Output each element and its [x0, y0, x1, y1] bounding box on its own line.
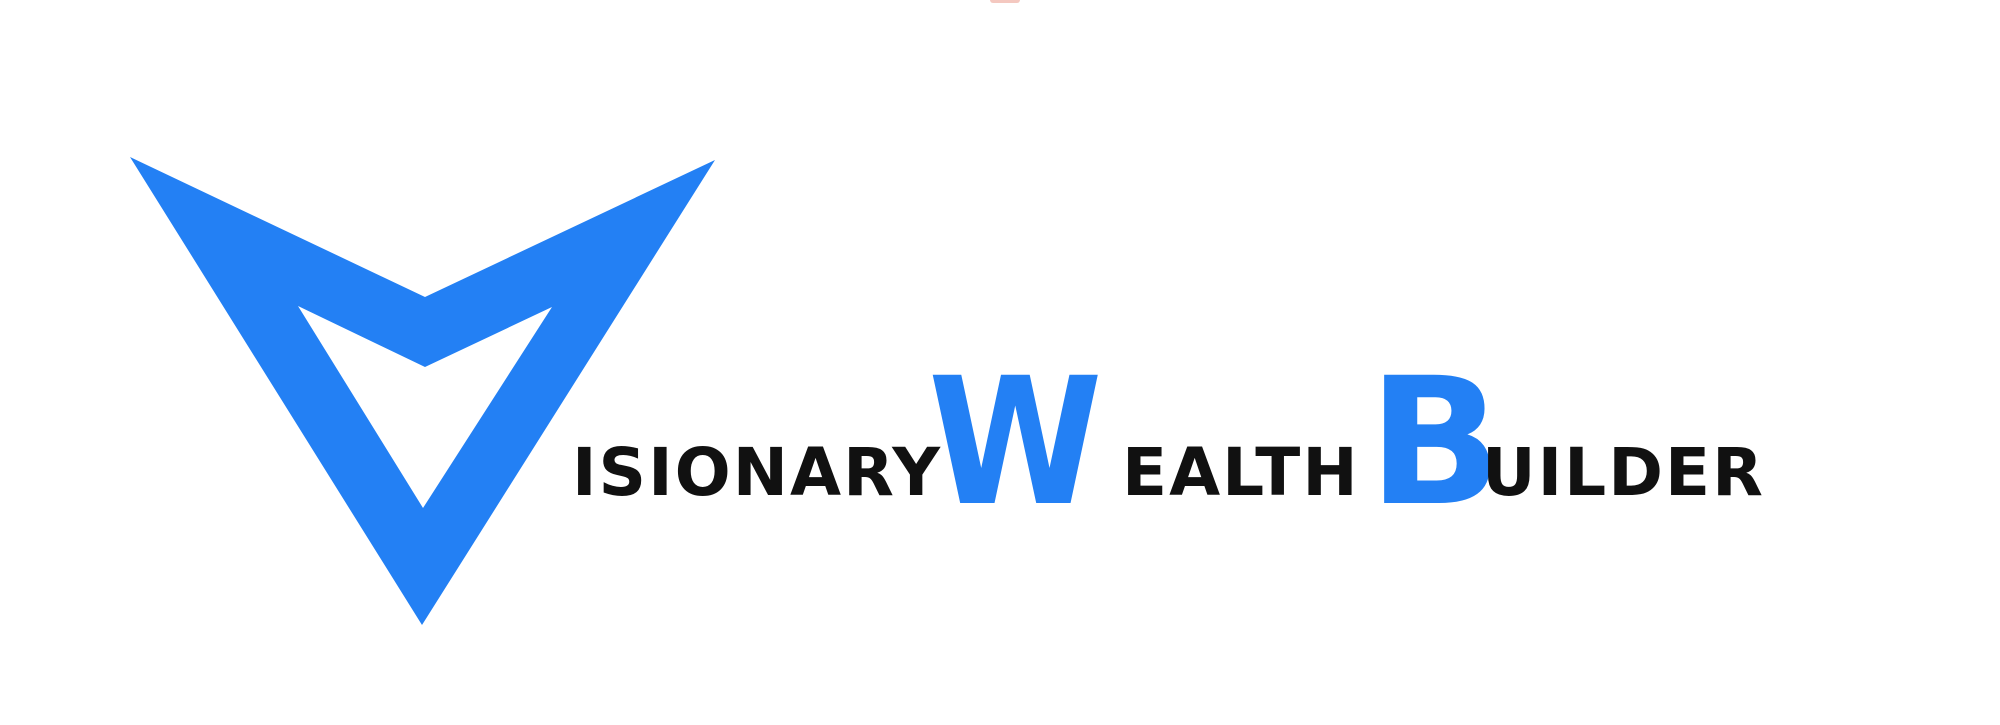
v-chevron-inner-cutout	[298, 306, 552, 508]
wordmark-wealth-rest: EALTH	[1122, 434, 1360, 511]
wordmark-builder-rest: UILDER	[1482, 434, 1765, 511]
wordmark-visionary-rest: ISIONARY	[572, 434, 943, 511]
wordmark-builder-initial: B	[1368, 340, 1503, 545]
wordmark-wealth-initial: W	[928, 340, 1103, 545]
top-edge-artifact	[990, 0, 1020, 3]
